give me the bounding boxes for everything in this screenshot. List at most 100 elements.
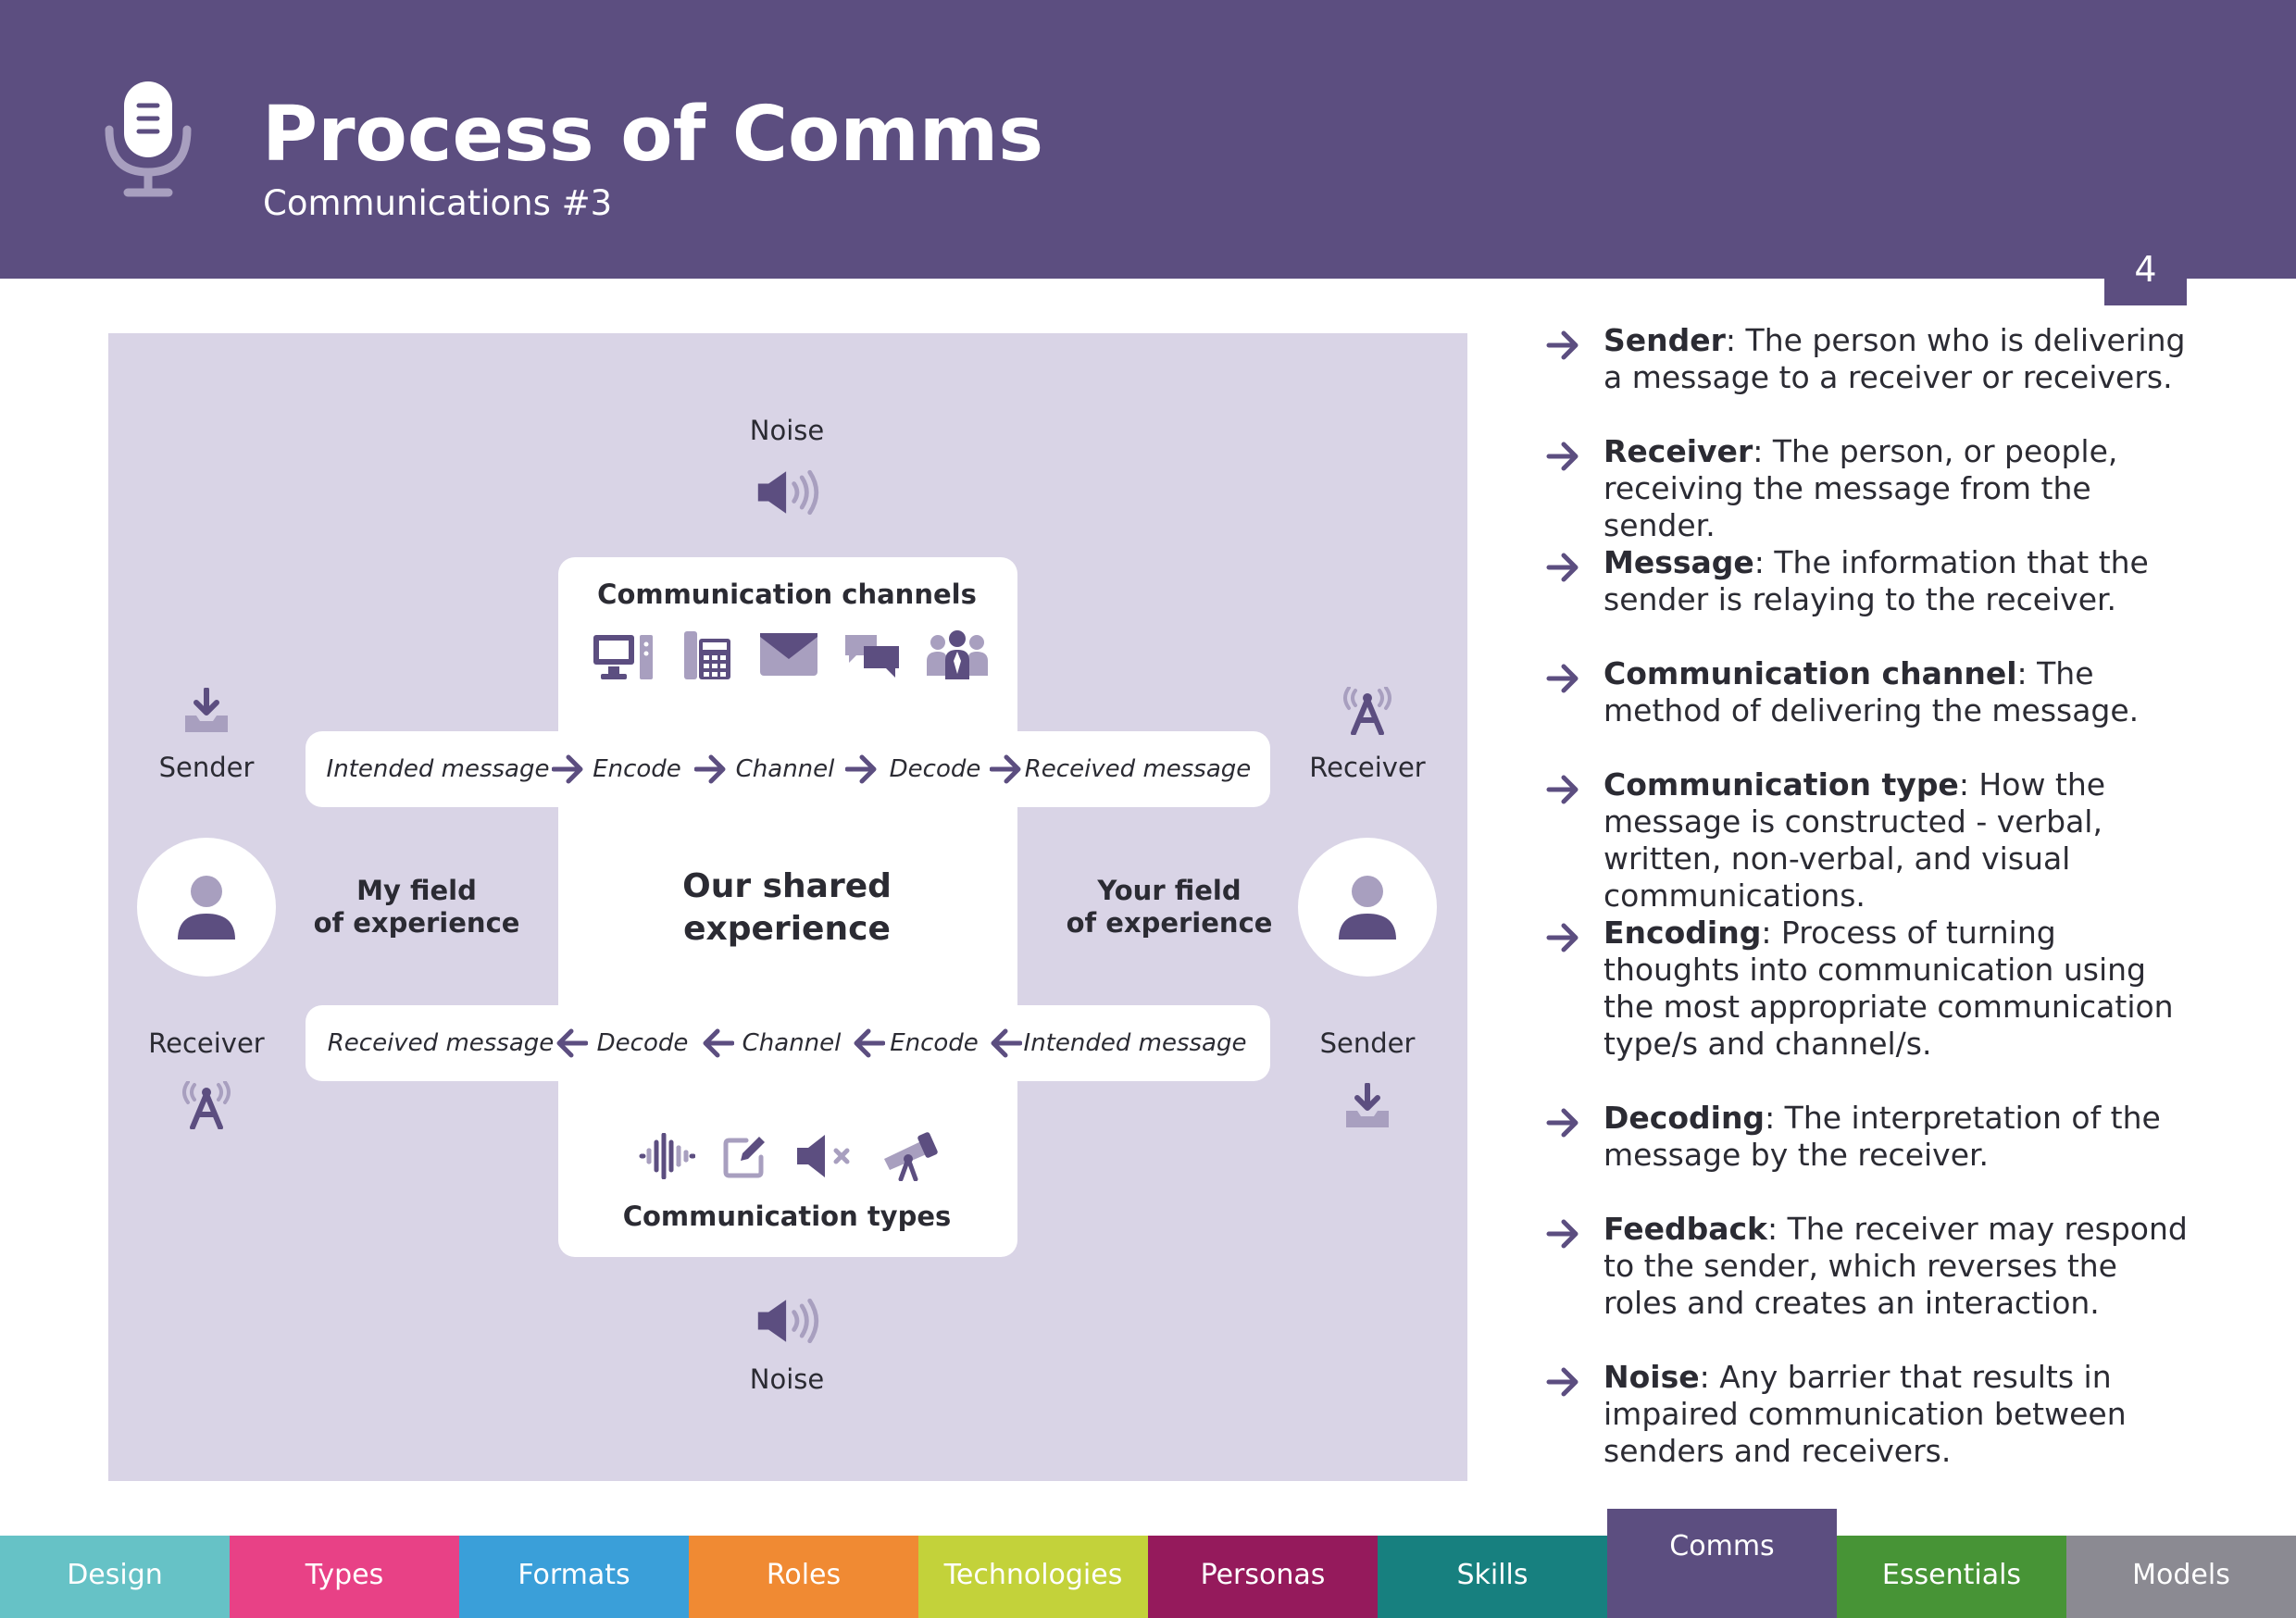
computer-icon <box>593 635 653 679</box>
definition-text: Communication type: How the message is c… <box>1603 766 2196 915</box>
flow-step: Intended message <box>326 755 550 783</box>
definition-body: : Any barrier that results in impaired c… <box>1603 1359 2127 1469</box>
right-sender-label: Sender <box>1319 1027 1416 1059</box>
tab-models[interactable]: Models <box>2066 1536 2296 1618</box>
noise-speaker-icon <box>755 1296 821 1346</box>
tab-design[interactable]: Design <box>0 1536 230 1618</box>
arrow-left-icon <box>701 1027 734 1059</box>
mute-icon <box>797 1135 850 1177</box>
tab-types[interactable]: Types <box>230 1536 459 1618</box>
arrow-right-icon <box>694 753 728 785</box>
arrow-right-icon <box>1546 1218 1581 1250</box>
arrow-right-icon <box>1546 1107 1581 1139</box>
edit-pencil-icon <box>723 1137 765 1178</box>
flow-step: Received message <box>327 1029 555 1057</box>
field-line: My field <box>356 875 477 906</box>
your-field-label: Your field of experience <box>1067 875 1273 940</box>
definition-term: Message <box>1603 544 1754 580</box>
tab-roles[interactable]: Roles <box>689 1536 918 1618</box>
arrow-right-icon <box>1546 922 1581 953</box>
tab-technologies[interactable]: Technologies <box>918 1536 1148 1618</box>
chat-bubbles-icon <box>845 635 899 678</box>
flow-step: Received message <box>1024 755 1252 783</box>
sound-wave-icon <box>639 1133 695 1179</box>
tab-personas[interactable]: Personas <box>1148 1536 1378 1618</box>
desk-phone-icon <box>684 631 730 679</box>
shared-line: experience <box>683 910 891 948</box>
page-subtitle: Communications #3 <box>263 183 613 223</box>
flow-step: Decode <box>889 755 981 783</box>
arrow-right-icon <box>845 753 879 785</box>
noise-speaker-icon <box>755 467 821 517</box>
arrow-right-icon <box>1546 552 1581 583</box>
field-line: of experience <box>313 907 520 939</box>
definition-body: : The information that the sender is rel… <box>1603 544 2149 617</box>
left-receiver-label: Receiver <box>148 1027 265 1059</box>
field-line: of experience <box>1066 907 1273 939</box>
antenna-icon <box>1342 687 1392 735</box>
flow-step: Encode <box>890 1029 979 1057</box>
arrow-right-icon <box>1546 663 1581 694</box>
flow-step: Intended message <box>1023 1029 1247 1057</box>
arrow-left-icon <box>555 1027 588 1059</box>
arrow-right-icon <box>1546 1366 1581 1398</box>
definition-term: Sender <box>1603 322 1726 358</box>
definition-text: Feedback: The receiver may respond to th… <box>1603 1211 2196 1322</box>
noise-label-top: Noise <box>749 415 825 446</box>
person-icon <box>1335 873 1400 941</box>
antenna-icon <box>181 1081 231 1129</box>
definition-body: : Process of turning thoughts into commu… <box>1603 915 2174 1062</box>
arrow-right-icon <box>552 753 585 785</box>
definition-body: : How the message is constructed - verba… <box>1603 766 2106 914</box>
definition-text: Decoding: The interpretation of the mess… <box>1603 1100 2196 1174</box>
forward-message-flow: Intended message Encode Channel Decode R… <box>306 731 1270 807</box>
definition-term: Decoding <box>1603 1100 1766 1136</box>
arrow-left-icon <box>852 1027 885 1059</box>
definition-body: : The interpretation of the message by t… <box>1603 1100 2161 1173</box>
arrow-right-icon <box>990 753 1023 785</box>
arrow-left-icon <box>989 1027 1022 1059</box>
tab-essentials[interactable]: Essentials <box>1837 1536 2066 1618</box>
definition-term: Receiver <box>1603 433 1753 469</box>
flow-step: Channel <box>742 1029 842 1057</box>
definition-body: : The receiver may respond to the sender… <box>1603 1211 2188 1321</box>
group-icon <box>927 630 988 679</box>
communication-process-diagram: Noise Communication channels <box>108 333 1467 1481</box>
definition-text: Message: The information that the sender… <box>1603 544 2196 618</box>
definition-text: Encoding: Process of turning thoughts in… <box>1603 915 2196 1063</box>
shared-line: Our shared <box>682 867 892 905</box>
definition-term: Communication channel <box>1603 655 2017 691</box>
left-person-avatar <box>137 838 276 977</box>
tab-comms[interactable]: Comms <box>1607 1509 1837 1618</box>
definition-body: : The person, or people, receiving the m… <box>1603 433 2118 543</box>
arrow-right-icon <box>1546 441 1581 472</box>
definition-term: Communication type <box>1603 766 1959 803</box>
definition-text: Noise: Any barrier that results in impai… <box>1603 1359 2196 1470</box>
channels-title: Communication channels <box>597 579 977 610</box>
definition-body: : The person who is delivering a message… <box>1603 322 2186 395</box>
field-line: Your field <box>1097 875 1242 906</box>
flow-step: Decode <box>596 1029 689 1057</box>
download-icon <box>183 688 230 734</box>
download-icon <box>1344 1083 1391 1129</box>
microphone-icon <box>105 81 192 197</box>
person-icon <box>174 873 239 941</box>
envelope-icon <box>760 633 817 676</box>
page-title: Process of Comms <box>262 91 1044 179</box>
flow-step: Encode <box>593 755 681 783</box>
definition-term: Noise <box>1603 1359 1700 1395</box>
flow-step: Channel <box>735 755 835 783</box>
right-person-avatar <box>1298 838 1437 977</box>
tab-skills[interactable]: Skills <box>1378 1536 1607 1618</box>
return-message-flow: Received message Decode Channel Encode I… <box>306 1005 1270 1081</box>
header-banner: Process of Comms Communications #3 <box>0 0 2296 279</box>
page-number: 4 <box>2104 250 2187 305</box>
types-title: Communication types <box>622 1201 952 1232</box>
tab-formats[interactable]: Formats <box>459 1536 689 1618</box>
arrow-right-icon <box>1546 774 1581 805</box>
telescope-icon <box>884 1132 938 1181</box>
definition-term: Encoding <box>1603 915 1762 951</box>
arrow-right-icon <box>1546 330 1581 361</box>
definition-text: Receiver: The person, or people, receivi… <box>1603 433 2196 544</box>
definition-text: Communication channel: The method of del… <box>1603 655 2196 729</box>
